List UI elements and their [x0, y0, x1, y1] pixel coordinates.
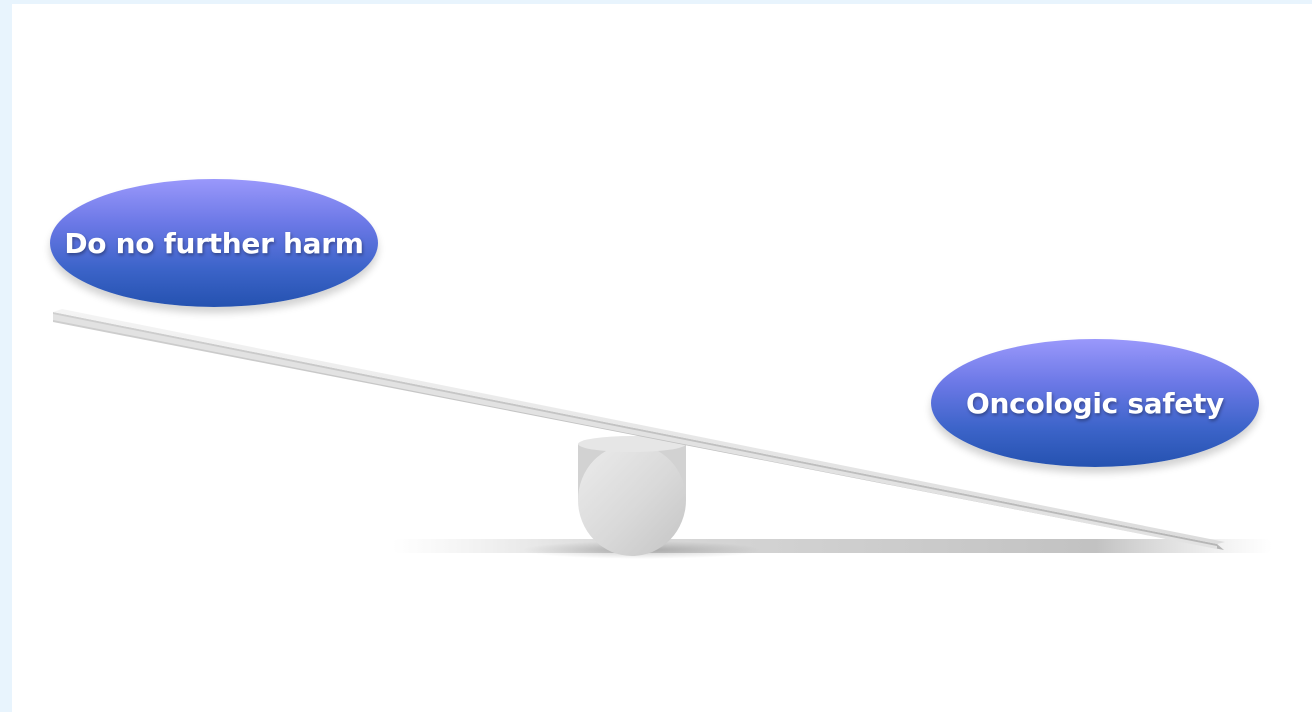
harm-label: Do no further harm — [64, 227, 363, 260]
fulcrum — [578, 436, 686, 556]
harm-label-bubble: Do no further harm — [50, 179, 378, 307]
diagram-frame: Do no further harm Oncologic safety — [12, 4, 1312, 712]
safety-label: Oncologic safety — [966, 387, 1224, 420]
safety-label-bubble: Oncologic safety — [931, 339, 1259, 467]
